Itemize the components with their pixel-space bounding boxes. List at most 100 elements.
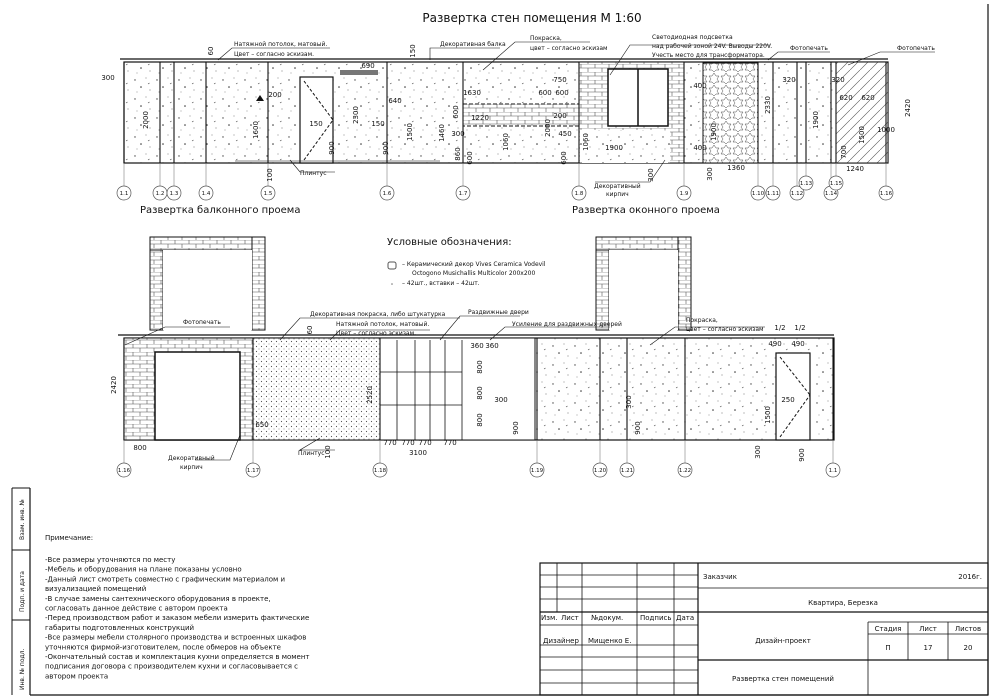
tb-sheet-title: Развертка стен помещений	[732, 675, 834, 683]
dimension-label: 650	[255, 421, 268, 429]
dimension-label: 800	[476, 413, 484, 426]
dimension-label: 300	[706, 167, 714, 180]
note-line: габариты подготовленных конструкций	[45, 624, 194, 632]
dimension-label: 1900	[710, 123, 718, 141]
dimension-label: 900	[634, 421, 642, 434]
callout-brick-2: кирпич	[606, 191, 629, 198]
dimension-label: 300	[647, 168, 655, 181]
tb-object: Квартира, Березка	[808, 599, 878, 607]
dimension-label: 450	[558, 130, 571, 138]
axis-marker-label: 1.3	[170, 191, 179, 197]
axis-marker	[166, 185, 182, 201]
note-line: -Перед производством работ и заказом меб…	[45, 614, 309, 622]
dimension-label: 100	[324, 445, 332, 458]
axis-marker	[765, 185, 781, 201]
note-line: подписания договора с производителем кух…	[45, 663, 298, 671]
axis-marker-label: 1.10	[752, 191, 765, 197]
dimension-label: 620	[861, 94, 874, 102]
axis-marker-label: 1.21	[621, 468, 633, 474]
dimension-label: 600	[560, 151, 568, 164]
callout-paint-2: цвет – согласно эскизам	[686, 326, 764, 333]
dimension-label: 100	[266, 168, 274, 181]
axis-marker-label: 1.19	[531, 468, 544, 474]
entrance-door	[775, 352, 811, 441]
axis-marker-label: 1.6	[383, 191, 392, 197]
dimension-label: 300	[101, 74, 114, 82]
legend-item-1-line1: – Керамический декор Vives Ceramica Vode…	[402, 261, 546, 268]
axis-marker	[260, 185, 276, 201]
axis-marker	[825, 462, 841, 478]
notes: Примечание: -Все размеры уточняются по м…	[45, 534, 310, 680]
dimension-label: 1460	[438, 124, 446, 142]
dimension-label: 600	[452, 105, 460, 118]
window-opening-sketch	[595, 236, 692, 331]
dimension-label: 700	[840, 145, 848, 158]
axis-marker	[455, 185, 471, 201]
dimension-label: 200	[268, 91, 281, 99]
axis-marker-label: 1.4	[202, 191, 211, 197]
notes-title: Примечание:	[45, 534, 93, 542]
dimension-label: 150	[409, 44, 417, 57]
dimension-label: 600	[538, 89, 551, 97]
dimension-label: 2420	[110, 376, 118, 394]
tb-sheets-label: Листов	[955, 625, 981, 633]
axis-marker	[677, 462, 693, 478]
dimension-label: 360	[470, 342, 483, 350]
dimension-label: 150	[309, 120, 322, 128]
dimension-label: 490	[768, 340, 781, 348]
note-line: автором проекта	[45, 672, 108, 680]
title-block	[539, 562, 989, 696]
legend-title: Условные обозначения:	[387, 237, 512, 248]
axis-marker-label: 1.16	[880, 191, 893, 197]
dimension-label: 2330	[764, 96, 772, 114]
title-block-text: Изм. Лист №докум. Подпись Дата Дизайнер …	[541, 573, 982, 683]
dimension-label: 1630	[463, 89, 481, 97]
callout-reinforce: Усиление для раздвижных дверей	[512, 321, 622, 328]
axis-marker	[245, 462, 261, 478]
note-line: -Окончательный состав и комплектация кух…	[45, 653, 310, 661]
legend: Условные обозначения: – Керамический дек…	[387, 237, 546, 287]
dimension-label: 1/2	[794, 324, 805, 332]
dimension-label: 860	[454, 147, 462, 160]
dimension-label: 690	[361, 62, 374, 70]
dimension-label: 1240	[846, 165, 864, 173]
callout-light-2: над рабочей зоной 24V. Выводы 220V.	[652, 43, 772, 50]
dimension-label: 300	[494, 396, 507, 404]
axis-marker-label: 1.5	[264, 191, 273, 197]
dimension-label: 1500	[406, 123, 414, 141]
ceramic-decor-panel	[702, 62, 759, 164]
callout-plinth: Плинтус	[298, 450, 325, 457]
dimension-label: 900	[328, 141, 336, 154]
stamp-replace: Взам. инв. №	[19, 499, 26, 540]
dimension-label: 1900	[605, 144, 623, 152]
callout-photo: Фотопечать	[183, 319, 221, 326]
side-stamp: Взам. инв. № Подп. и дата Инв. № подл.	[19, 499, 26, 690]
note-line: -Все размеры мебели столярного производс…	[45, 634, 306, 642]
tb-col-doc: №докум.	[591, 614, 623, 622]
callout-beam: Декоративная балка	[440, 41, 506, 48]
axis-marker	[619, 462, 635, 478]
balcony-opening	[154, 351, 241, 441]
dimension-label: 2520	[366, 386, 374, 404]
axis-marker-label: 1.18	[374, 468, 387, 474]
dimension-label: 800	[476, 360, 484, 373]
callout-ceiling-1: Натяжной потолок, матовый.	[336, 321, 429, 328]
dimension-label: 320	[831, 76, 844, 84]
stamp-inv-no: Инв. № подл.	[19, 649, 26, 690]
caption-balcony: Развертка балконного проема	[140, 205, 300, 216]
axis-marker-label: 1.2	[156, 191, 165, 197]
axis-marker-label: 1.1	[120, 191, 129, 197]
axis-marker	[116, 185, 132, 201]
axis-marker	[592, 462, 608, 478]
note-line: согласовать данное действие с автором пр…	[45, 605, 228, 613]
callout-brick-2: кирпич	[180, 464, 203, 471]
sheet-title: Развертка стен помещения М 1:60	[422, 11, 641, 25]
dimension-label: 150	[371, 120, 384, 128]
dimension-label: 800	[476, 386, 484, 399]
callout-ceiling-1: Натяжной потолок, матовый.	[234, 41, 327, 48]
dimension-label: 2000	[142, 111, 150, 129]
callout-brick-1: Декоративный	[594, 183, 641, 190]
callout-paint-1: Покраска,	[530, 35, 562, 42]
